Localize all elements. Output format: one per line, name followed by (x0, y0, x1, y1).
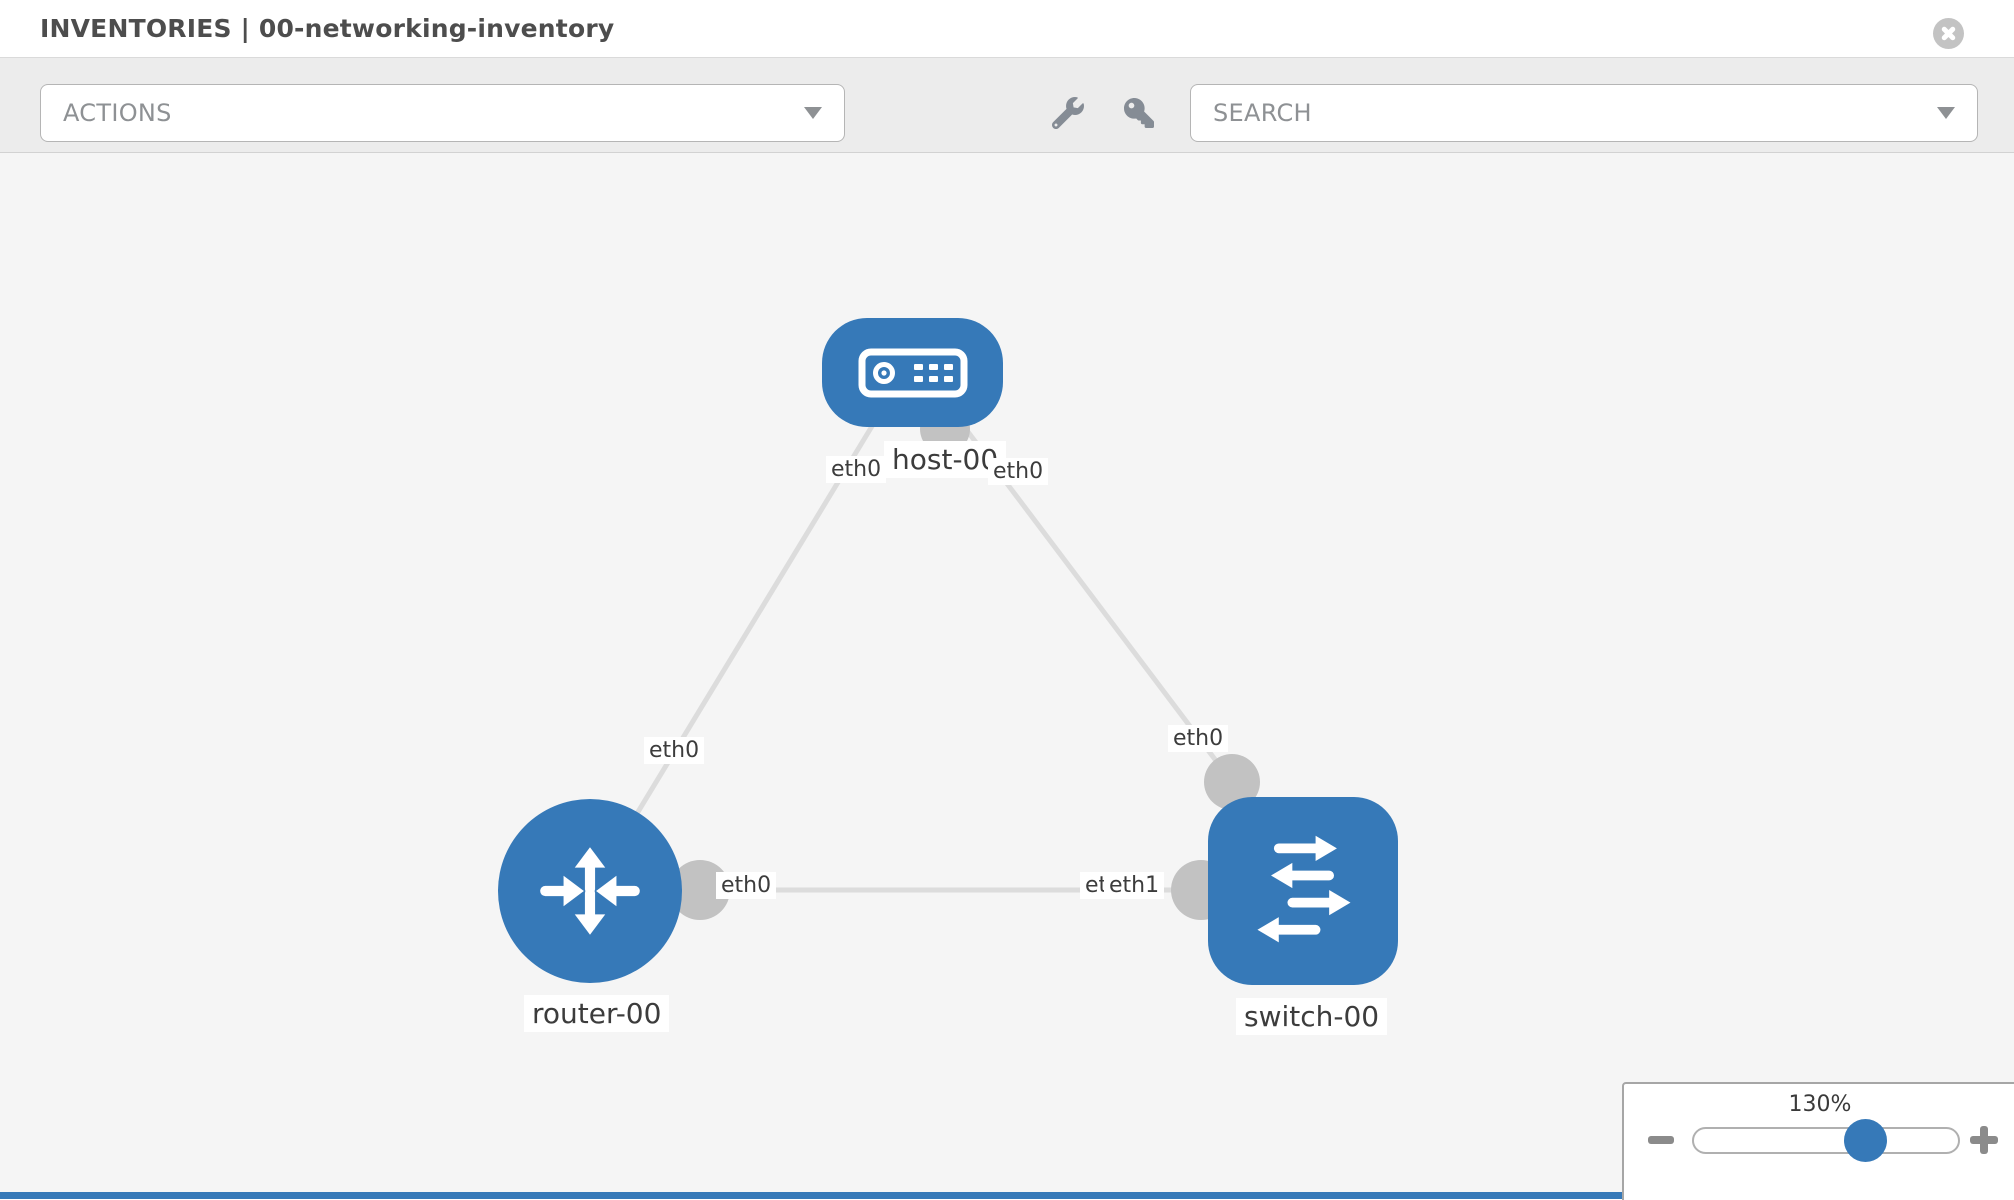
actions-dropdown[interactable]: ACTIONS (40, 84, 845, 142)
search-dropdown-label: SEARCH (1213, 99, 1312, 127)
port-label-host-eth0-right: eth0 (988, 458, 1049, 485)
bottom-accent-bar (0, 1192, 2014, 1199)
page-title: INVENTORIES | 00-networking-inventory (40, 14, 615, 43)
links-layer (587, 404, 1260, 920)
key-icon[interactable] (1124, 98, 1154, 128)
close-icon (1933, 18, 1964, 49)
actions-dropdown-label: ACTIONS (63, 99, 172, 127)
port-connector-switch-top[interactable] (1204, 754, 1260, 810)
chevron-down-icon (1937, 107, 1955, 119)
zoom-level: 130% (1788, 1092, 1852, 1117)
zoom-slider-thumb[interactable] (1844, 1119, 1887, 1162)
server-icon (858, 348, 967, 397)
node-host-00[interactable] (822, 318, 1003, 427)
node-label-router-00: router-00 (524, 995, 670, 1032)
node-label-host-00: host-00 (884, 441, 1007, 478)
wrench-icon[interactable] (1052, 97, 1084, 129)
node-router-00[interactable] (498, 799, 682, 983)
router-icon (540, 847, 640, 935)
zoom-in-button[interactable] (1970, 1126, 1998, 1154)
topology-canvas[interactable]: eth0 host-00 eth0 eth0 eth0 eth0 eth0 et… (0, 153, 2014, 1200)
search-dropdown[interactable]: SEARCH (1190, 84, 1978, 142)
zoom-out-button[interactable] (1648, 1136, 1674, 1144)
port-label-router-eth0-uplink: eth0 (644, 737, 705, 764)
switch-icon (1257, 835, 1351, 943)
chevron-down-icon (804, 107, 822, 119)
toolbar-icons (1052, 84, 1154, 142)
port-label-router-eth0-east: eth0 (716, 872, 777, 899)
link-router-host[interactable] (587, 411, 883, 893)
zoom-slider-track[interactable] (1692, 1119, 1960, 1162)
node-switch-00[interactable] (1208, 797, 1398, 985)
close-button[interactable] (1933, 18, 1964, 49)
port-label-switch-eth1: eth1 (1104, 872, 1165, 899)
node-label-switch-00: switch-00 (1236, 998, 1388, 1035)
toolbar: ACTIONS SEARCH (0, 57, 2014, 153)
port-label-switch-eth0-uplink: eth0 (1168, 725, 1229, 752)
window-header: INVENTORIES | 00-networking-inventory (0, 0, 2014, 57)
port-label-host-eth0-left: eth0 (826, 456, 887, 483)
port-connector-router[interactable] (670, 860, 730, 920)
zoom-panel: 130% (1622, 1082, 2014, 1200)
